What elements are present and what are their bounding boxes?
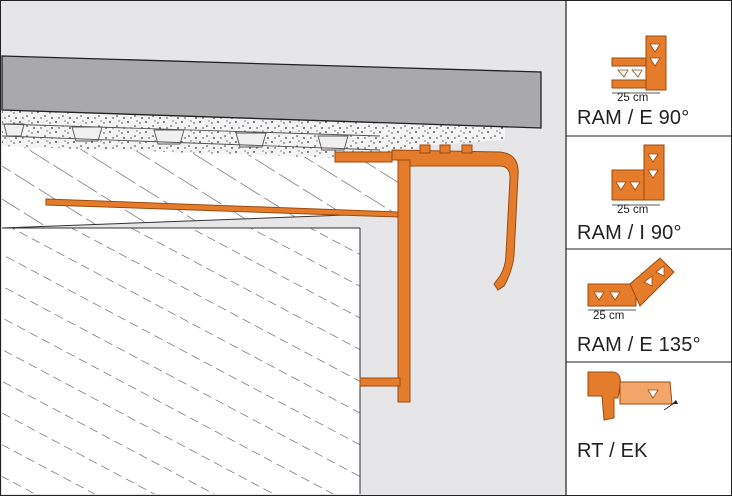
panel-1-label: RAM / E 90° xyxy=(577,107,690,129)
ram-e90-corner-icon xyxy=(611,35,667,94)
panel-4-label: RT / EK xyxy=(577,440,648,462)
panel-3-dimension: 25 cm xyxy=(593,310,625,322)
right-panels xyxy=(566,135,732,363)
panel-2-label: RAM / I 90° xyxy=(577,222,682,244)
rt-ek-end-cap-icon xyxy=(587,371,678,421)
panel-3-label: RAM / E 135° xyxy=(577,334,701,356)
orange-edge-profile xyxy=(45,144,519,403)
panel-1-dimension: 25 cm xyxy=(617,92,649,104)
ram-i90-corner-icon xyxy=(611,144,665,206)
ram-e135-corner-icon xyxy=(587,257,675,311)
drainage-mat xyxy=(1,123,381,151)
panel-2-dimension: 25 cm xyxy=(617,204,649,216)
floor-tile xyxy=(1,55,542,129)
